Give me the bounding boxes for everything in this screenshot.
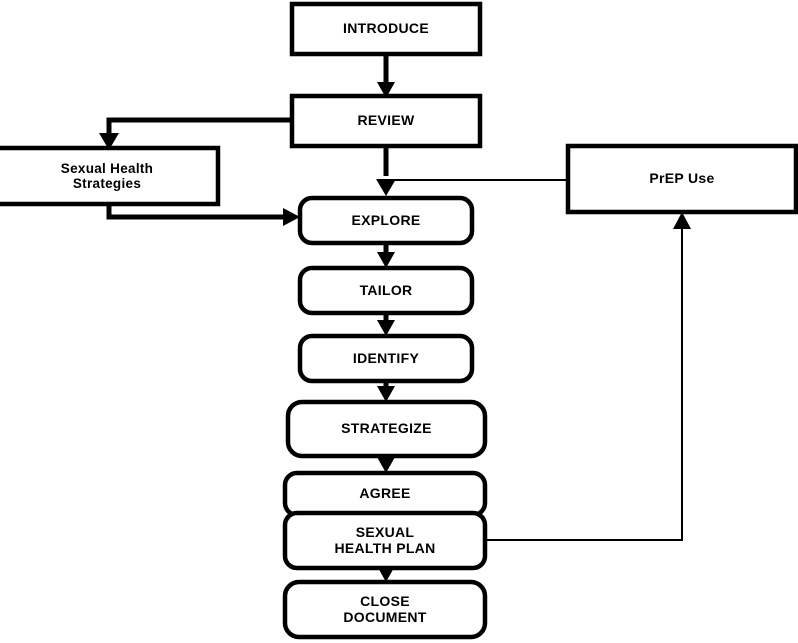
edge-introduce-to-review — [377, 54, 395, 98]
edge-strategies-to-explore — [106, 204, 300, 226]
node-agree[interactable] — [282, 470, 488, 518]
node-strategize[interactable] — [285, 399, 488, 459]
arrowhead-icon — [673, 212, 691, 229]
node-explore[interactable] — [297, 195, 475, 246]
edge-plan-to-prep-use — [485, 212, 691, 541]
arrowhead-icon — [377, 386, 395, 402]
node-sexual-health-plan[interactable] — [282, 510, 488, 571]
edge-prep-use-to-explore — [376, 179, 568, 196]
arrowhead-icon — [377, 457, 395, 473]
edge-explore-to-tailor — [377, 243, 395, 268]
node-close-document[interactable] — [282, 579, 488, 640]
edge-strategize-to-agree — [377, 456, 395, 473]
arrowhead-icon — [377, 252, 395, 268]
node-introduce[interactable] — [289, 1, 483, 57]
arrowhead-icon — [376, 179, 396, 196]
edge-review-to-strategies — [99, 117, 292, 150]
node-prep-use[interactable] — [565, 143, 798, 215]
arrowhead-icon — [377, 82, 395, 98]
node-tailor[interactable] — [297, 265, 475, 316]
node-review[interactable] — [289, 93, 483, 149]
edge-tailor-to-identify — [377, 313, 395, 336]
arrowhead-icon — [377, 320, 395, 336]
arrowhead-icon — [99, 133, 119, 150]
edge-identify-to-strategize — [377, 381, 395, 402]
node-identify[interactable] — [297, 333, 475, 384]
node-sexual-health-strategies[interactable] — [0, 145, 221, 207]
arrowhead-icon — [283, 208, 300, 226]
